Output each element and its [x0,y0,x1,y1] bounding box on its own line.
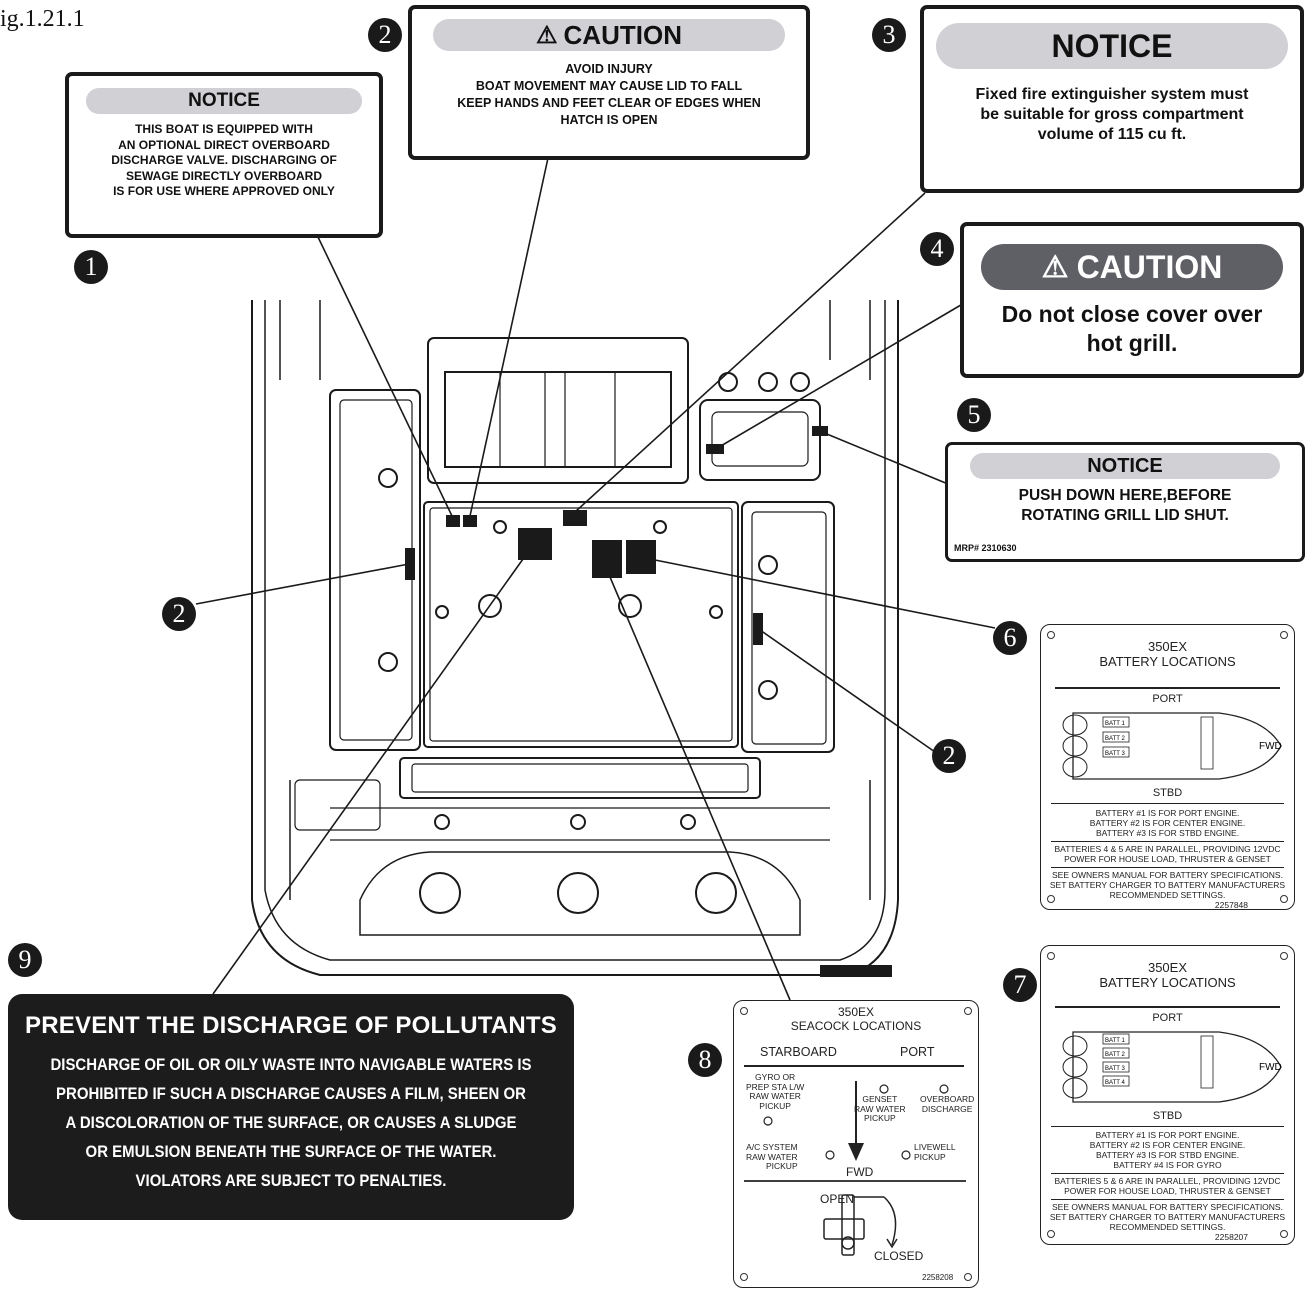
plate-7-title: BATTERY LOCATIONS [1099,975,1236,990]
plate-7-part-number: 2258207 [1214,1232,1248,1242]
plate-6-port-label: PORT [1152,693,1183,705]
plate-7-fwd: FWD [1259,1062,1282,1073]
plate-7-model: 350EX [1147,960,1188,975]
plate-7-batt-4: BATT 4 [1105,1080,1125,1086]
plate-6-fwd: FWD [1259,741,1282,752]
plate-6-battery-locations: 350EX BATTERY LOCATIONS PORT BATT 1 BATT… [1040,624,1295,910]
decal-9-prevent-pollutants: PREVENT THE DISCHARGE OF POLLUTANTS DISC… [8,994,574,1220]
plate-8-fwd-label: FWD [846,1165,874,1179]
plate-6-manual-info: SEE OWNERS MANUAL FOR BATTERY SPECIFICAT… [1049,870,1286,900]
warning-triangle-icon: ⚠ [536,21,558,49]
decal-1-body: THIS BOAT IS EQUIPPED WITH AN OPTIONAL D… [111,122,337,198]
plate-7-parallel-info: BATTERIES 5 & 6 ARE IN PARALLEL, PROVIDI… [1054,1176,1281,1196]
figure-label: ig.1.21.1 [0,6,85,32]
decal-2-body: AVOID INJURY BOAT MOVEMENT MAY CAUSE LID… [457,62,761,127]
plate-6-batt-2: BATT 2 [1105,736,1125,742]
plate-8-seacock-locations: 350EX SEACOCK LOCATIONS STARBOARD PORT G… [733,1000,979,1288]
plate-7-batt-1: BATT 1 [1105,1038,1125,1044]
plate-8-overboard-label: OVERBOARD DISCHARGE [920,1094,975,1114]
callout-1: 1 [74,250,108,284]
plate-6-boat-diagram: BATT 1 BATT 2 BATT 3 FWD [1062,712,1282,780]
decal-5-notice: NOTICE PUSH DOWN HERE,BEFORE ROTATING GR… [945,442,1305,562]
callout-5: 5 [957,398,991,432]
plate-8-fwd-arrow-icon [848,1081,864,1161]
decal-2-header: ⚠CAUTION [433,19,785,51]
decal-1-header: NOTICE [86,88,362,114]
plate-8-model: 350EX [837,1005,875,1019]
plate-8-part-number: 2258208 [922,1273,954,1282]
plate-6-part-number: 2257848 [1214,900,1248,910]
callout-7: 7 [1003,968,1037,1002]
plate-8-genset-label: GENSET RAW WATER PICKUP [854,1094,906,1123]
callout-3: 3 [872,18,906,52]
plate-8-gyro-label: GYRO OR PREP STA L/W RAW WATER PICKUP [746,1072,805,1111]
plate-6-title: BATTERY LOCATIONS [1099,654,1236,669]
decal-2-caution: ⚠CAUTION AVOID INJURY BOAT MOVEMENT MAY … [408,5,810,160]
decal-9-title: PREVENT THE DISCHARGE OF POLLUTANTS [25,1012,557,1039]
callout-6: 6 [993,621,1027,655]
decal-1-notice: NOTICE THIS BOAT IS EQUIPPED WITH AN OPT… [65,72,383,238]
plate-8-seacock-diagram [744,1081,966,1256]
callout-9: 9 [8,943,42,977]
callout-2-top: 2 [368,18,402,52]
plate-7-port-label: PORT [1152,1012,1183,1024]
plate-8-port-label: PORT [900,1045,935,1059]
callout-8: 8 [688,1043,722,1077]
decal-3-notice: NOTICE Fixed fire extinguisher system mu… [920,5,1304,193]
plate-8-starboard-label: STARBOARD [760,1045,837,1059]
callout-2-left: 2 [162,597,196,631]
plate-8-valve-icon [823,1194,898,1256]
decal-5-part-number: MRP# 2310630 [954,543,1017,553]
plate-8-livewell-label: LIVEWELL PICKUP [914,1142,956,1162]
plate-6-batt-1: BATT 1 [1105,721,1125,727]
plate-7-battery-info: BATTERY #1 IS FOR PORT ENGINE. BATTERY #… [1089,1130,1246,1170]
decal-3-body: Fixed fire extinguisher system must be s… [975,86,1249,143]
plate-7-stbd-label: STBD [1152,1110,1183,1122]
callout-2-right: 2 [932,739,966,773]
plate-7-boat-diagram: BATT 1 BATT 2 BATT 3 BATT 4 FWD [1062,1031,1282,1103]
plate-6-battery-info: BATTERY #1 IS FOR PORT ENGINE. BATTERY #… [1089,808,1246,838]
warning-triangle-icon: ⚠ [1041,250,1069,284]
plate-6-batt-3: BATT 3 [1105,751,1125,757]
plate-8-title: SEACOCK LOCATIONS [790,1019,922,1033]
plate-6-parallel-info: BATTERIES 4 & 5 ARE IN PARALLEL, PROVIDI… [1054,844,1281,864]
plate-7-manual-info: SEE OWNERS MANUAL FOR BATTERY SPECIFICAT… [1049,1202,1286,1232]
decal-3-header: NOTICE [936,23,1288,69]
plate-7-batt-2: BATT 2 [1105,1052,1125,1058]
callout-4: 4 [920,232,954,266]
plate-8-closed-label: CLOSED [874,1249,924,1263]
plate-6-stbd-label: STBD [1152,787,1183,799]
decal-4-header: ⚠CAUTION [981,244,1283,290]
plate-6-model: 350EX [1147,639,1188,654]
decal-9-body: DISCHARGE OF OIL OR OILY WASTE INTO NAVI… [50,1055,532,1190]
decal-5-body: PUSH DOWN HERE,BEFORE ROTATING GRILL LID… [1018,487,1232,524]
decal-4-caution: ⚠CAUTION Do not close cover over hot gri… [960,222,1304,378]
plate-8-ac-label: A/C SYSTEM RAW WATER PICKUP [746,1142,798,1171]
decal-4-body: Do not close cover over hot grill. [1001,301,1263,356]
decal-5-header: NOTICE [970,453,1280,479]
plate-7-battery-locations: 350EX BATTERY LOCATIONS PORT BATT 1 BATT… [1040,945,1295,1245]
plate-7-batt-3: BATT 3 [1105,1066,1125,1072]
